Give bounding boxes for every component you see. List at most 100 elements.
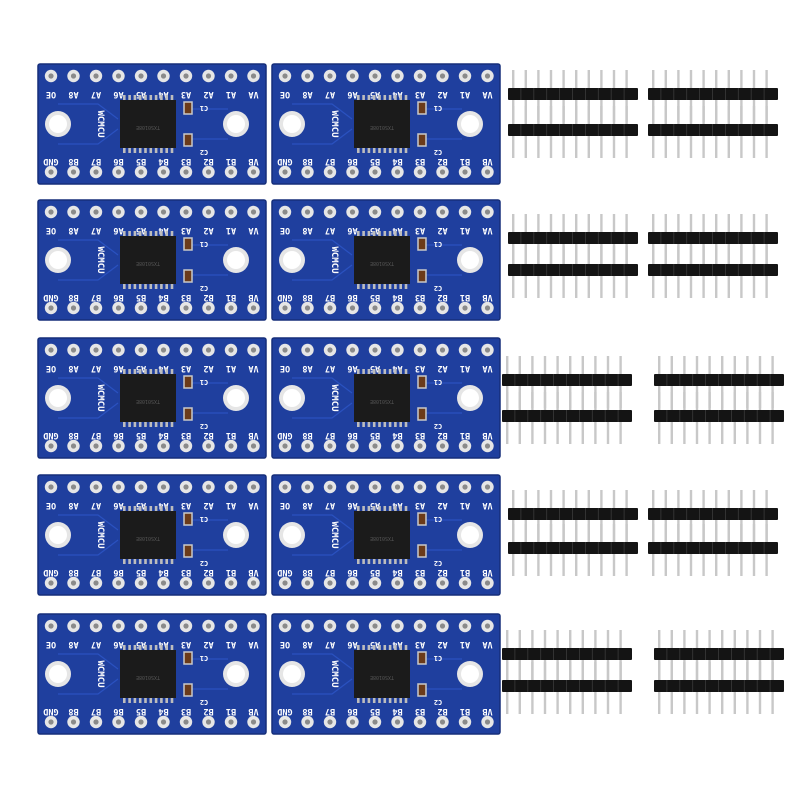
pad-hole [349,209,356,215]
ic-lead [394,559,397,564]
pad-hole [417,169,423,175]
ic-lead [123,95,126,100]
pad-hole [394,209,401,215]
header-plastic [508,88,638,100]
ic-lead [149,645,153,650]
header-pin [715,524,718,542]
cap-label-c1: C1 [434,654,442,662]
header-pin [549,276,553,298]
header-pin [506,692,509,714]
pad-hole [205,347,212,353]
pad-hole [394,623,401,629]
header-pin [537,136,540,158]
header-plastic [654,680,784,692]
capacitor-c2 [183,544,193,558]
pin-label-top: A6 [347,225,357,235]
pad-hole [70,209,77,215]
header-pin [771,392,774,410]
ic-lead [388,422,392,427]
capacitor-c2 [183,683,193,697]
header-plastic [502,374,632,386]
pad-hole [93,169,99,175]
ic-lead [138,422,142,427]
pad-hole [282,719,288,725]
header-pin [531,692,534,714]
header-pin [537,276,540,298]
pin-label-top: A7 [91,363,101,373]
header-pin [702,246,705,264]
ic-lead [388,95,392,100]
pin-label-top: A2 [203,500,213,510]
ic-lead [367,422,371,427]
pin-label-top: VA [248,225,258,235]
header-pin [556,392,559,410]
header-pin [524,524,527,542]
pad-hole [394,169,401,175]
pad-hole [115,209,122,215]
header-pin [740,214,743,232]
pad-hole [138,347,144,353]
capacitor-c1 [417,651,427,665]
ic-lead [383,284,387,289]
ic-lead [144,506,147,511]
ic-lead [128,422,131,427]
header-pin [619,662,622,680]
pin-label-bottom: GND [43,292,58,302]
header-pin [524,106,527,124]
pad-hole [183,623,189,629]
cap-label-c2: C2 [200,559,208,567]
ic-lead [357,231,360,236]
ic-lead [399,506,402,511]
pad-hole [484,580,491,586]
pad-hole [349,305,356,311]
header-pin [758,692,762,714]
ic-lead [367,95,371,100]
pad-hole [138,443,144,449]
pin-label-bottom: B2 [437,430,447,440]
pad-hole [115,347,122,353]
ic-lead [138,231,142,236]
pin-label-top: A5 [136,639,146,649]
ic-lead [357,369,360,374]
ic-lead [388,698,392,703]
pin-label-bottom: B1 [226,567,236,577]
pad-hole [484,623,491,629]
header-pin [652,246,655,264]
pin-label-top: A8 [302,500,312,510]
pin-label-top: A4 [158,363,168,373]
header-pin [512,136,515,158]
header-pin [625,136,628,158]
header-pin [721,422,724,444]
header-pin [600,106,603,124]
ic-lead [378,559,381,564]
pin-label-bottom: B8 [68,156,78,166]
header-pin [549,490,553,508]
pin-label-top: A5 [136,225,146,235]
pad-hole [160,719,167,725]
ic-lead [367,698,371,703]
mounting-hole [227,665,245,683]
pad-hole [327,209,333,215]
header-pin [664,214,667,232]
ic-lead [399,148,402,153]
pin-label-bottom: B6 [347,156,357,166]
ic-lead [133,231,137,236]
pad-hole [484,305,491,311]
header-pin [575,70,578,88]
capacitor-c2 [183,133,193,147]
header-pin [683,630,686,648]
pin-label-top: A1 [460,225,470,235]
header-pin [733,392,736,410]
pad-hole [160,169,167,175]
header-pin [556,356,559,374]
ic-lead [367,284,371,289]
ic-lead [170,148,174,153]
ic-lead [144,284,147,289]
pad-hole [250,443,257,449]
ic-lead [123,559,126,564]
pad-hole [484,484,491,490]
pin-label-bottom: B6 [113,567,123,577]
header-pin [549,136,553,158]
pad-hole [394,305,401,311]
header-pin [594,392,597,410]
